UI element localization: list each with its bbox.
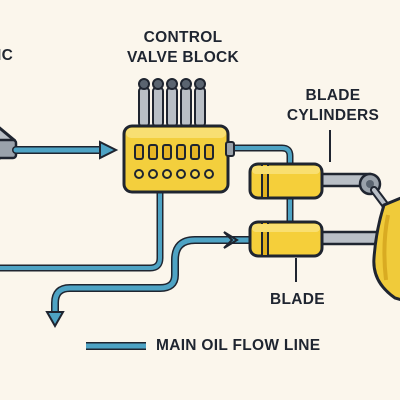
- label-blade: BLADE: [270, 291, 325, 308]
- oil-line-pump-to-valve: [12, 140, 119, 160]
- flow-arrow-icon: [223, 231, 239, 249]
- pump-icon: [0, 126, 18, 160]
- label-blade-cylinders: BLADE CYLINDERS: [276, 86, 390, 126]
- blade-cylinders-icon: [248, 162, 396, 258]
- oil-line-valve-down: [0, 190, 164, 272]
- legend-main-oil-flow-label: MAIN OIL FLOW LINE: [156, 337, 321, 354]
- oil-line-return: [45, 231, 254, 329]
- flow-arrow-icon: [99, 140, 119, 160]
- blade-icon: [372, 196, 400, 301]
- label-control-valve-line2: VALVE BLOCK: [126, 49, 240, 66]
- control-valve-block-icon: [122, 78, 235, 194]
- label-cut-left: IC: [0, 47, 14, 64]
- label-blade-cylinders-line1: BLADE: [305, 87, 361, 104]
- label-control-valve-line1: CONTROL: [143, 29, 223, 46]
- flow-arrow-icon: [45, 311, 65, 329]
- label-blade-cylinders-line2: CYLINDERS: [286, 107, 380, 124]
- oil-line-valve-to-cylinders: [230, 144, 294, 230]
- label-control-valve-block: CONTROL VALVE BLOCK: [118, 28, 248, 68]
